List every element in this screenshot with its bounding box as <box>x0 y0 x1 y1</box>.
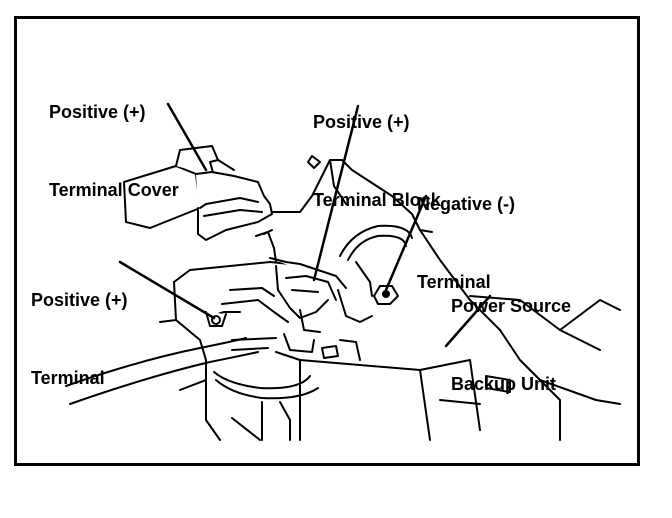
leader-negative-terminal <box>384 194 428 292</box>
label-terminal-cover-line1: Positive (+) <box>49 102 146 122</box>
label-backup-unit-line2: Backup Unit <box>451 374 557 394</box>
leader-terminal-block <box>312 104 360 282</box>
negative-cable-part <box>339 224 413 305</box>
label-positive-terminal: Positive (+) Terminal <box>31 235 128 443</box>
leader-terminal-cover <box>166 102 208 172</box>
terminal-cover-part <box>123 145 273 241</box>
wire-harness <box>65 337 319 405</box>
label-positive-terminal-line2: Terminal <box>31 368 105 388</box>
label-negative-terminal-line2: Terminal <box>417 272 491 292</box>
body-panel <box>271 155 501 331</box>
label-positive-terminal-line1: Positive (+) <box>31 290 128 310</box>
label-terminal-block: Positive (+) Terminal Block <box>313 57 441 265</box>
leader-backup-unit <box>444 294 492 348</box>
lower-base <box>159 261 291 441</box>
diagram-frame: Positive (+) Terminal Cover Positive (+)… <box>14 16 640 466</box>
label-terminal-cover-line2: Terminal Cover <box>49 180 179 200</box>
label-backup-unit: Power Source Backup Unit <box>451 241 571 449</box>
leader-positive-terminal <box>118 260 216 320</box>
label-terminal-block-line1: Positive (+) <box>313 112 410 132</box>
label-negative-terminal-line1: Negative (-) <box>417 194 516 214</box>
label-terminal-block-line2: Terminal Block <box>313 190 441 210</box>
label-negative-terminal: Negative (-) Terminal <box>417 139 515 347</box>
label-terminal-cover: Positive (+) Terminal Cover <box>49 47 179 255</box>
engine-bay-illustration <box>65 102 621 441</box>
label-backup-unit-line1: Power Source <box>451 296 572 316</box>
backup-unit-body <box>275 295 621 441</box>
unit-details <box>231 333 361 361</box>
terminal-block-part <box>205 229 373 333</box>
leader-lines <box>118 102 492 348</box>
